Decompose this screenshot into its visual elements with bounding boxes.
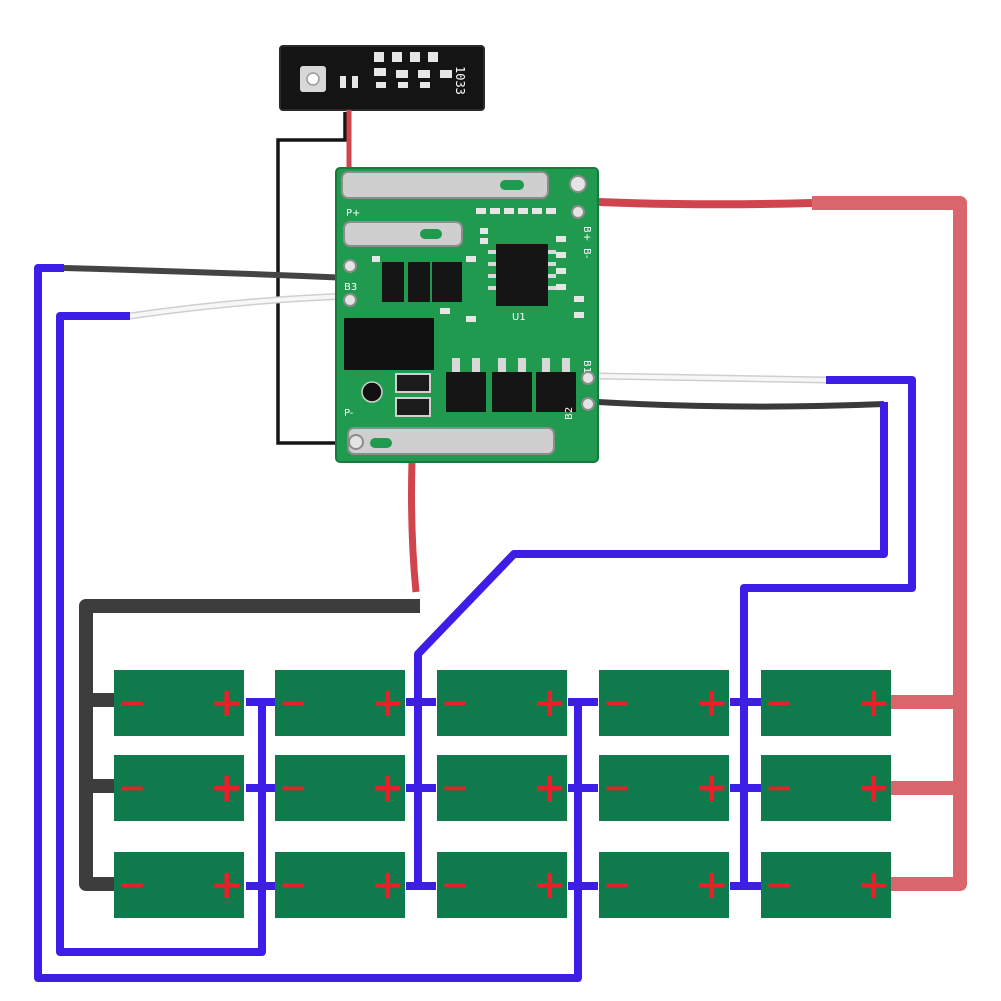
cell-minus-sign: − bbox=[441, 768, 470, 808]
label-p-plus: P+ bbox=[346, 208, 360, 219]
cell-minus-sign: − bbox=[441, 683, 470, 723]
battery-cell-icon: −+ bbox=[114, 670, 244, 736]
battery-cell-icon: −+ bbox=[275, 670, 405, 736]
cell-plus-sign: + bbox=[533, 862, 567, 908]
cell-minus-sign: − bbox=[765, 768, 794, 808]
cell-minus-sign: − bbox=[118, 768, 147, 808]
label-b-plus: B+ bbox=[581, 226, 592, 241]
wire-red-bplus bbox=[597, 198, 813, 209]
cell-plus-sign: + bbox=[695, 680, 729, 726]
label-u1: U1 bbox=[512, 312, 526, 323]
push-button-icon bbox=[300, 66, 326, 92]
label-p-minus: P- bbox=[344, 408, 354, 419]
cell-plus-sign: + bbox=[533, 765, 567, 811]
battery-cell-icon: −+ bbox=[761, 852, 891, 918]
led-indicator-board: 1033 bbox=[279, 45, 485, 111]
wire-black-led-to-pminus bbox=[276, 112, 352, 445]
cell-minus-sign: − bbox=[603, 683, 632, 723]
blue-balance-wires bbox=[34, 264, 916, 982]
led-board-code-label: 1033 bbox=[453, 66, 467, 95]
cell-minus-sign: − bbox=[603, 865, 632, 905]
wire-black-negative-bus bbox=[79, 599, 420, 891]
diode-component bbox=[344, 318, 434, 370]
mosfet-icon bbox=[446, 358, 576, 412]
battery-cell-icon: −+ bbox=[437, 755, 567, 821]
cell-plus-sign: + bbox=[210, 862, 244, 908]
cell-plus-sign: + bbox=[210, 680, 244, 726]
battery-cell-icon: −+ bbox=[114, 755, 244, 821]
cell-plus-sign: + bbox=[695, 765, 729, 811]
cell-plus-sign: + bbox=[371, 765, 405, 811]
battery-cell-icon: −+ bbox=[761, 670, 891, 736]
label-b3: B3 bbox=[344, 282, 357, 293]
battery-cell-grid: −+−+−+−+−+−+−+−+−+−+−+−+−+−+−+ bbox=[114, 670, 891, 918]
cell-plus-sign: + bbox=[857, 680, 891, 726]
cell-plus-sign: + bbox=[857, 862, 891, 908]
wire-red-bottom bbox=[408, 459, 420, 593]
cell-plus-sign: + bbox=[371, 862, 405, 908]
terminal-mid bbox=[343, 221, 463, 247]
battery-cell-icon: −+ bbox=[599, 670, 729, 736]
battery-cell-icon: −+ bbox=[275, 852, 405, 918]
cell-minus-sign: − bbox=[118, 865, 147, 905]
cell-minus-sign: − bbox=[118, 683, 147, 723]
battery-cell-icon: −+ bbox=[761, 755, 891, 821]
cell-minus-sign: − bbox=[765, 865, 794, 905]
led-smd-components bbox=[340, 52, 452, 88]
ic-u1 bbox=[488, 244, 556, 306]
wire-red-positive-bus bbox=[812, 196, 967, 891]
wire-black-b2 bbox=[597, 399, 885, 410]
battery-cell-icon: −+ bbox=[275, 755, 405, 821]
cell-plus-sign: + bbox=[533, 680, 567, 726]
cell-minus-sign: − bbox=[279, 768, 308, 808]
cell-plus-sign: + bbox=[857, 765, 891, 811]
smd-components bbox=[372, 208, 584, 322]
battery-cell-icon: −+ bbox=[599, 755, 729, 821]
bms-protection-board: P+ P- B3 B+ B- B1 B2 U1 bbox=[335, 167, 599, 463]
terminal-pminus bbox=[347, 427, 555, 455]
battery-cell-icon: −+ bbox=[437, 852, 567, 918]
wire-grey-b3 bbox=[63, 265, 351, 281]
label-b1: B1 bbox=[581, 360, 592, 373]
label-b2: B2 bbox=[564, 407, 575, 420]
cell-minus-sign: − bbox=[279, 683, 308, 723]
cell-minus-sign: − bbox=[279, 865, 308, 905]
cell-minus-sign: − bbox=[441, 865, 470, 905]
label-b-minus: B- bbox=[581, 248, 592, 259]
cell-minus-sign: − bbox=[765, 683, 794, 723]
cell-plus-sign: + bbox=[695, 862, 729, 908]
cell-minus-sign: − bbox=[603, 768, 632, 808]
cell-plus-sign: + bbox=[210, 765, 244, 811]
battery-cell-icon: −+ bbox=[437, 670, 567, 736]
battery-cell-icon: −+ bbox=[599, 852, 729, 918]
cell-plus-sign: + bbox=[371, 680, 405, 726]
terminal-pplus bbox=[341, 171, 549, 199]
battery-cell-icon: −+ bbox=[114, 852, 244, 918]
